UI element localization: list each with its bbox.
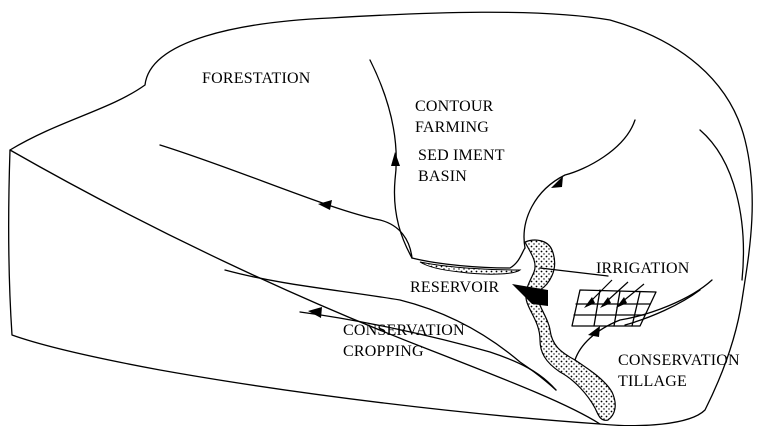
- label-sediment-basin-line2: BASIN: [418, 166, 467, 187]
- label-contour-farming-line1: CONTOUR: [415, 96, 493, 117]
- label-contour-farming-line2: FARMING: [415, 117, 489, 138]
- label-conservation-tillage-line2: TILLAGE: [618, 371, 687, 392]
- contour-tributary: [370, 60, 412, 258]
- flow-arrow-cropping: [308, 307, 322, 318]
- label-reservoir: RESERVOIR: [410, 277, 499, 298]
- terrain-fold-line: [10, 150, 600, 424]
- label-irrigation: IRRIGATION: [596, 258, 690, 279]
- flow-arrow-contour: [391, 152, 400, 166]
- label-conservation-cropping-line1: CONSERVATION: [343, 320, 465, 341]
- right-ridge-line: [700, 130, 743, 280]
- label-sediment-basin-line1: SED IMENT: [418, 145, 505, 166]
- flow-arrow-tillage: [588, 326, 600, 337]
- upper-tributary-left: [160, 145, 412, 258]
- label-conservation-tillage-line1: CONSERVATION: [618, 350, 740, 371]
- label-conservation-cropping-line2: CROPPING: [343, 341, 424, 362]
- label-forestation: FORESTATION: [202, 68, 310, 89]
- right-tributary: [524, 120, 635, 248]
- flow-arrow-left: [318, 200, 332, 210]
